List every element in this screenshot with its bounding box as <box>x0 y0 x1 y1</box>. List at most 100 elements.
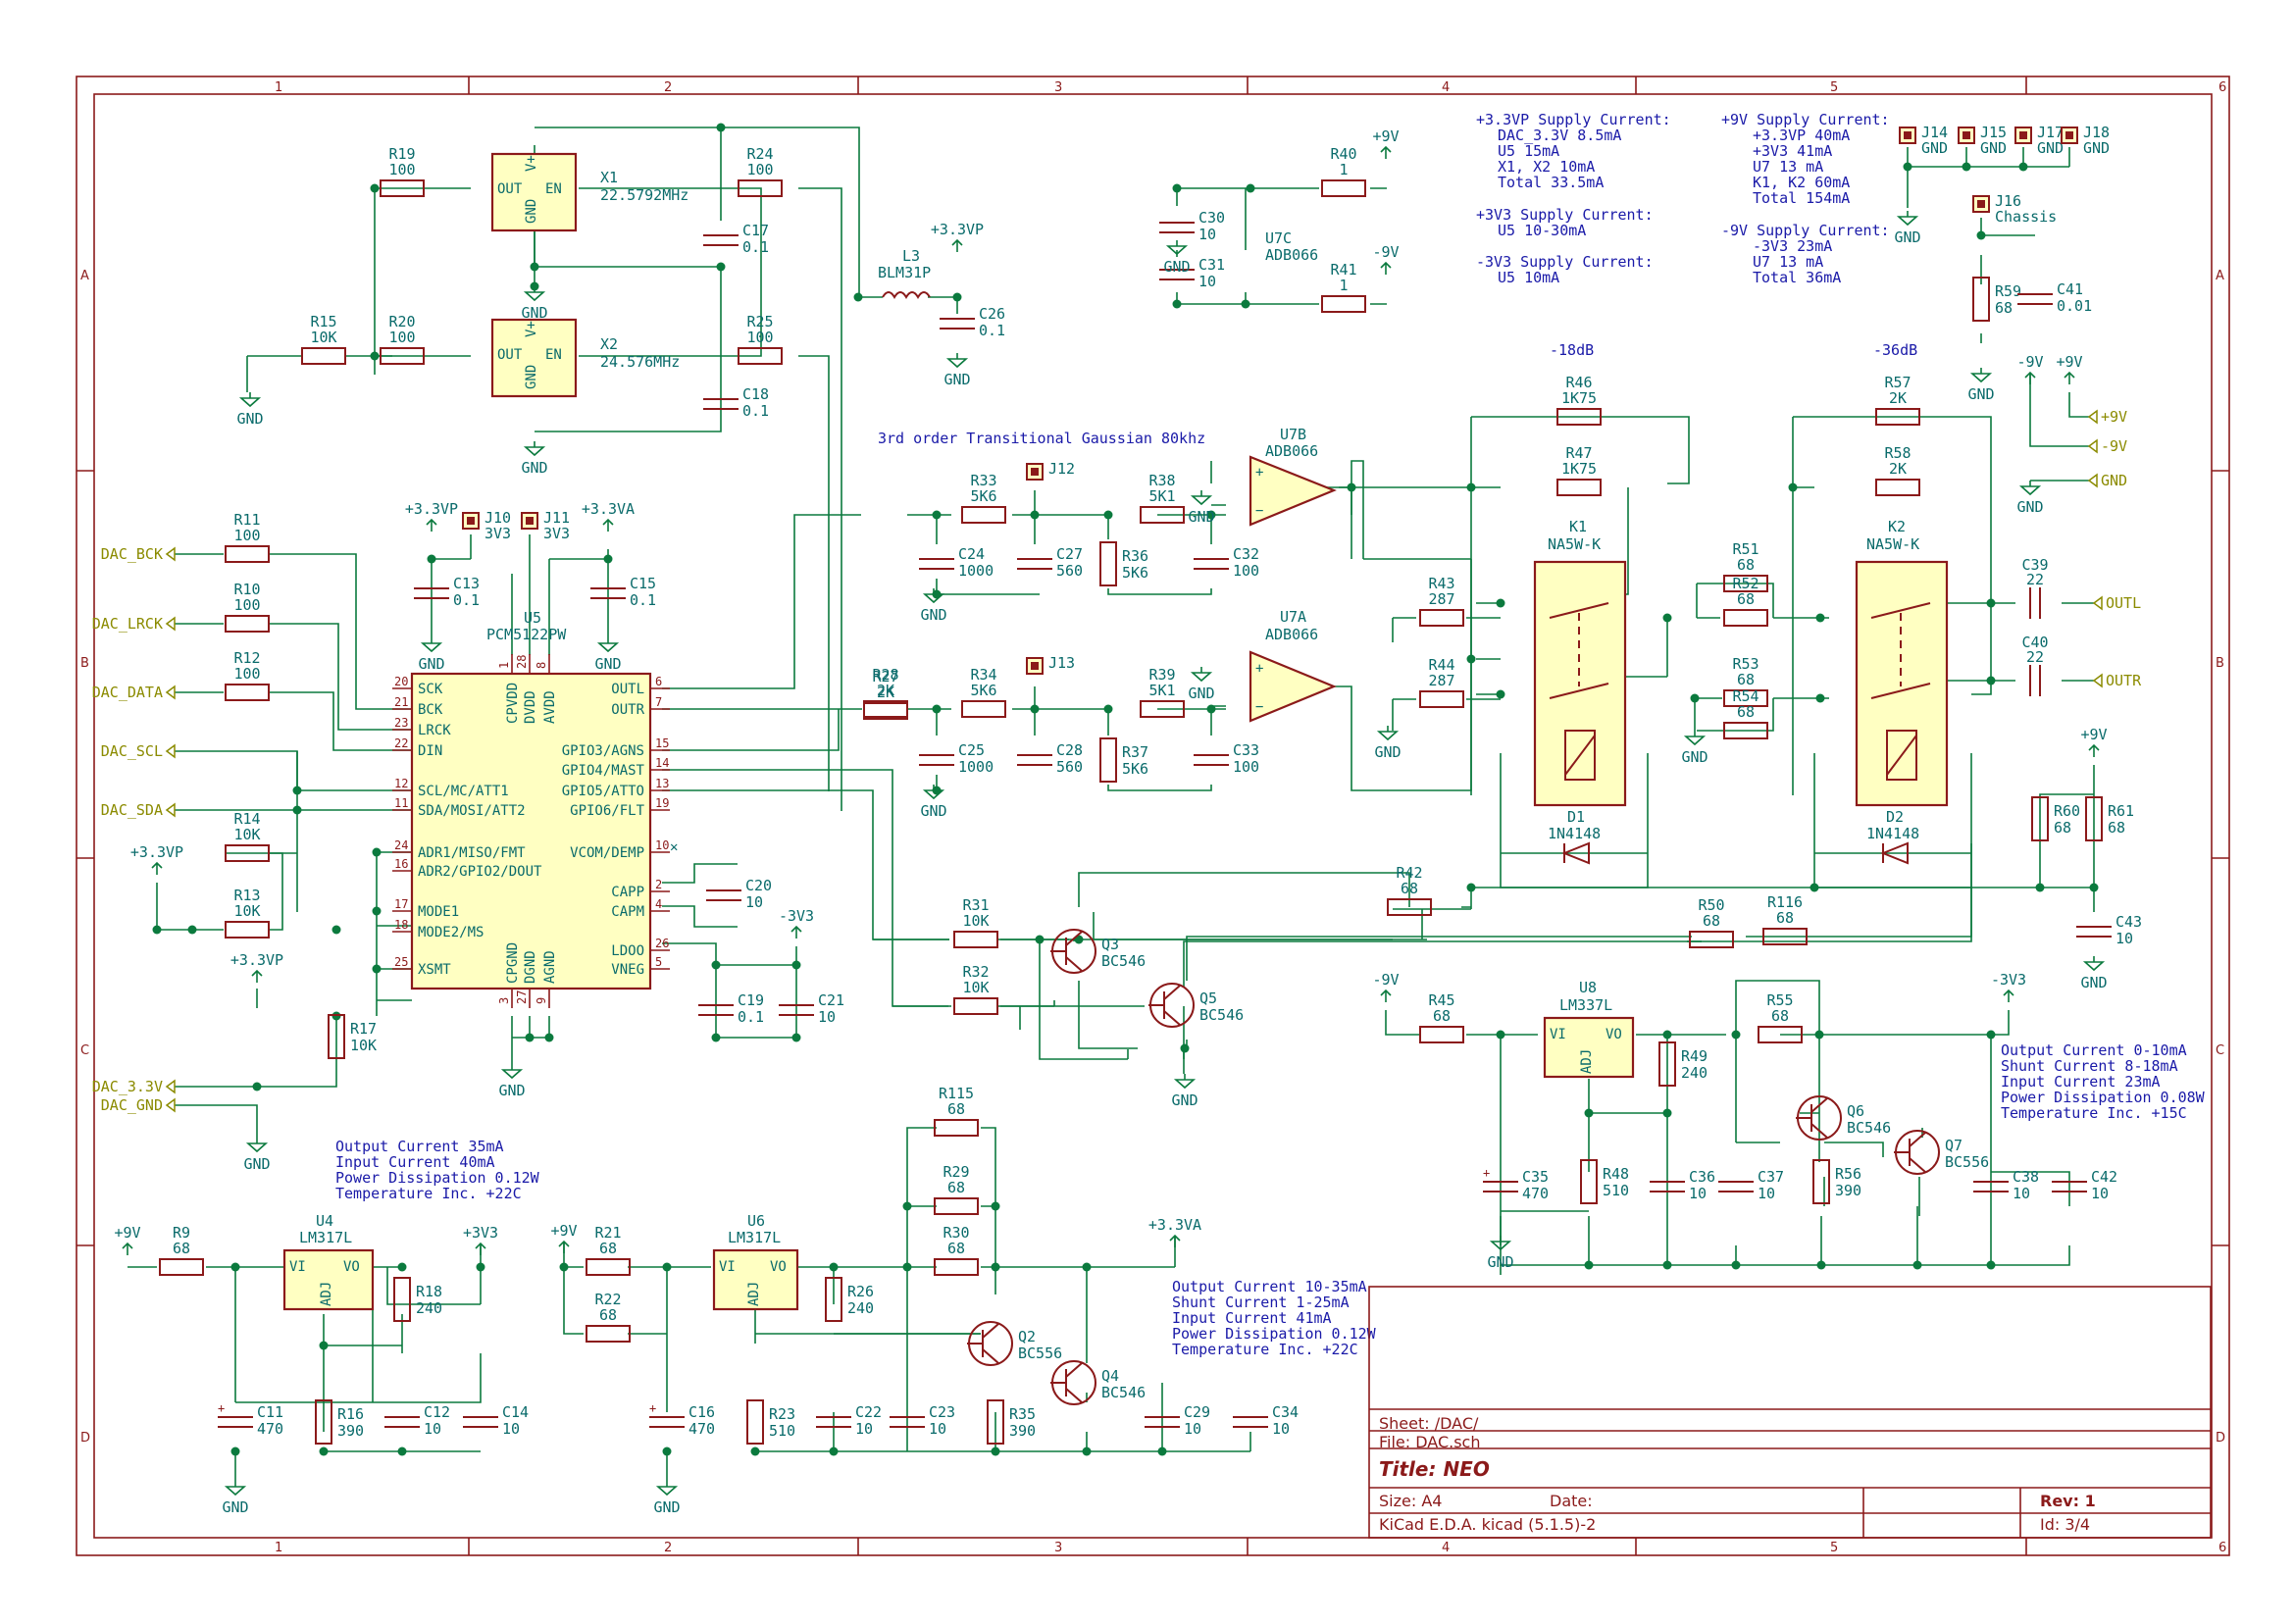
power-p9v-icon: +9V <box>114 1224 141 1255</box>
u5-pin-name: SCK <box>418 682 443 697</box>
value-label: 1K75 <box>1561 460 1597 478</box>
power-p9v-icon: +9V <box>550 1222 578 1253</box>
svg-text:VI: VI <box>719 1259 736 1275</box>
value-label: 1 <box>1339 161 1348 178</box>
relay-k1: K1 NA5W-K <box>1533 518 1627 807</box>
value-label: 0.01 <box>2057 297 2092 315</box>
value-label: 68 <box>1737 590 1755 608</box>
value-label: 10 <box>1198 273 1216 290</box>
value-label: 68 <box>173 1240 190 1257</box>
ref-label: R16 <box>337 1405 364 1423</box>
gnd-icon: GND <box>1171 1074 1198 1109</box>
gnd-label: GND <box>1163 258 1190 276</box>
ref-label: R17 <box>350 1020 377 1038</box>
svg-text:VI: VI <box>289 1259 306 1275</box>
filter-note: 3rd order Transitional Gaussian 80khz <box>878 430 1205 447</box>
value-label: 0.1 <box>738 1008 764 1026</box>
ref-label: R61 <box>2108 802 2134 820</box>
ref-label: C42 <box>2091 1168 2117 1186</box>
ref-label: R30 <box>943 1224 969 1242</box>
value-label: BC556 <box>1945 1153 1989 1171</box>
value-label: 5K1 <box>1148 682 1175 699</box>
title-date: Date: <box>1550 1492 1593 1510</box>
ref-label: R58 <box>1884 444 1911 462</box>
u5-pin-name: AVDD <box>542 690 558 724</box>
ref-label: R14 <box>233 810 260 828</box>
ref-label: C33 <box>1233 741 1259 759</box>
grid-col-bottom-5: 5 <box>1830 1541 1838 1555</box>
x2-out-pin: OUT <box>497 347 523 363</box>
grid-row-right-B: B <box>2216 656 2224 671</box>
ref-label: R13 <box>233 887 260 904</box>
note-line: +3.3VP Supply Current: <box>1476 111 1671 128</box>
ref-label: R116 <box>1767 893 1803 911</box>
x1-vp-pin: V+ <box>524 155 539 172</box>
power-p33va-icon: +3.3VA <box>1148 1216 1201 1247</box>
note-line: Shunt Current 8-18mA <box>2001 1057 2178 1075</box>
grid-col-bottom-3: 3 <box>1054 1541 1062 1555</box>
ref-label: C25 <box>958 741 985 759</box>
gnd-label: GND <box>1188 685 1214 702</box>
ref-label: J11 <box>543 509 570 527</box>
u5-pin-name: AGND <box>542 950 558 984</box>
attenuation-18db: -18dB <box>1550 341 1594 359</box>
value-label: 68 <box>2108 819 2125 837</box>
gnd-icon: GND <box>418 637 445 673</box>
value-label: 10 <box>1184 1420 1201 1438</box>
ref-label: R60 <box>2054 802 2080 820</box>
value-label: 10 <box>1272 1420 1290 1438</box>
global-label-scl: DAC_SCL <box>101 742 176 760</box>
supply-9v-note: +9V Supply Current:+3.3VP 40mA+3V3 41mAU… <box>1721 111 1890 207</box>
global-label-m9: -9V <box>2087 437 2127 455</box>
u5-pin-name: CPVDD <box>505 683 521 724</box>
ref-label: R19 <box>388 145 415 163</box>
note-line: -9V Supply Current: <box>1721 222 1890 239</box>
value-label: 2K <box>877 684 894 701</box>
supply-3v3-note: +3V3 Supply Current:U5 10-30mA <box>1476 206 1654 239</box>
grid-col-bottom-6: 6 <box>2218 1541 2226 1555</box>
u5-pin-num: 25 <box>394 955 408 969</box>
x2-vp-pin: V+ <box>524 321 539 337</box>
value-label: 10 <box>2116 930 2133 947</box>
u6-value: LM317L <box>728 1229 781 1246</box>
ref-label: Q2 <box>1018 1328 1036 1345</box>
ref-label: R32 <box>962 963 989 981</box>
ref-label: R46 <box>1565 374 1592 391</box>
value-label: 390 <box>337 1422 364 1440</box>
note-line: Temperature Inc. +22C <box>1172 1341 1358 1358</box>
u5-pin-num: 5 <box>655 955 662 969</box>
sheet-inner-border <box>93 93 2213 1539</box>
ref-label: C18 <box>742 385 769 403</box>
ref-label: R38 <box>1148 472 1175 489</box>
note-line: U7 13 mA <box>1753 253 1823 271</box>
value-label: 10 <box>2013 1185 2030 1202</box>
ref-label: R33 <box>970 472 996 489</box>
ref-label: R35 <box>1009 1405 1036 1423</box>
title-tool: KiCad E.D.A. kicad (5.1.5)-2 <box>1379 1515 1596 1534</box>
note-line: Total 154mA <box>1753 189 1850 207</box>
d1-value: 1N4148 <box>1548 825 1601 842</box>
label-text: DAC_BCK <box>101 545 163 563</box>
label-text: DAC_GND <box>101 1096 163 1114</box>
u5-pin-name: GPIO4/MAST <box>562 763 645 779</box>
gnd-label: GND <box>1487 1253 1513 1271</box>
power-label: -3V3 <box>779 907 814 925</box>
global-labels: DAC_BCKDAC_LRCKDAC_DATADAC_SCLDAC_SDADAC… <box>92 408 2142 1114</box>
